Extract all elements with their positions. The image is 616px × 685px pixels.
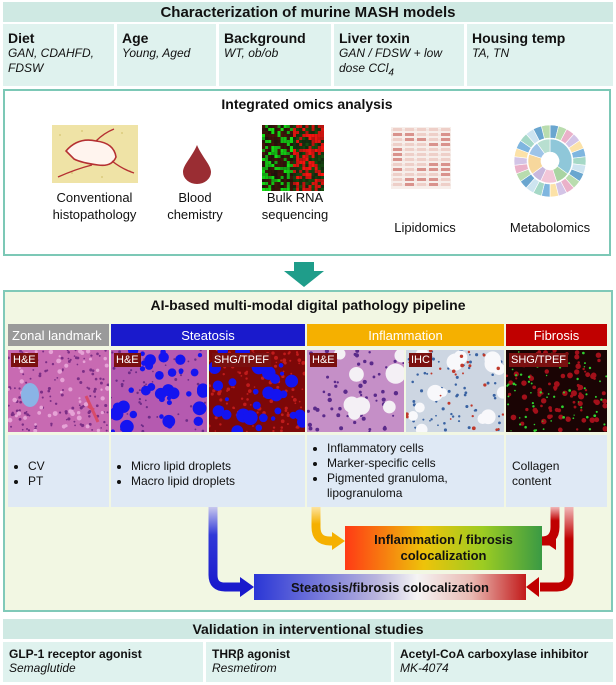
bullet-item: Pigmented granuloma, lipogranuloma — [327, 471, 498, 501]
model-card-title: Age — [122, 30, 149, 46]
coloc-line: Inflammation / fibrosis — [374, 532, 513, 547]
tile-label: SHG/TPEF — [212, 353, 272, 367]
bullet-item: PT — [28, 474, 103, 489]
blood-drop-icon — [183, 145, 211, 184]
zonal-bullets: CV PT — [8, 435, 109, 507]
models-header-title: Characterization of murine MASH models — [160, 3, 456, 21]
validation-card: GLP-1 receptor agonist Semaglutide — [3, 642, 203, 682]
pipeline-title: AI-based multi-modal digital pathology p… — [150, 297, 466, 313]
heatmap-icon — [262, 125, 324, 191]
omics-label-metabolomics: Metabolomics — [509, 220, 591, 235]
category-inflammation: Inflammation — [307, 324, 504, 346]
arrow-head-icon — [332, 532, 345, 550]
validation-card-drug: Resmetirom — [212, 661, 277, 675]
arrow-head-icon — [240, 577, 254, 597]
coloc-line: colocalization — [400, 548, 487, 563]
inflammation-fibrosis-colocalization: Inflammation / fibrosis colocalization — [345, 526, 542, 570]
zonal-he-image — [8, 350, 109, 432]
validation-card: Acetyl-CoA carboxylase inhibitor MK-4074 — [394, 642, 613, 682]
tile-label: H&E — [11, 353, 38, 367]
histology-slide-icon — [52, 125, 138, 183]
steatosis-bullets: Micro lipid droplets Macro lipid droplet… — [111, 435, 305, 507]
model-card-housing-temp: Housing temp TA, TN — [467, 24, 613, 86]
model-card-detail: GAN, CDAHFD, FDSW — [8, 46, 95, 75]
validation-card-title: THRβ agonist — [212, 647, 290, 661]
tile-steatosis-he: H&E — [111, 350, 207, 432]
model-card-title: Background — [224, 30, 306, 46]
validation-header: Validation in interventional studies — [3, 619, 613, 639]
down-arrow-icon — [284, 262, 324, 287]
model-card-age: Age Young, Aged — [117, 24, 216, 86]
omics-label-histopathology: Conventional histopathology — [52, 190, 137, 222]
model-card-detail: GAN / FDSW + low dose CCl4 — [339, 46, 443, 79]
tile-label: SHG/TPEF — [509, 353, 569, 367]
lipid-table-icon — [391, 127, 451, 189]
model-card-liver-toxin: Liver toxin GAN / FDSW + low dose CCl4 — [334, 24, 464, 86]
omics-label-rna: Bulk RNA sequencing — [261, 190, 329, 222]
bullet-item: Macro lipid droplets — [131, 474, 299, 489]
omics-panel: Integrated omics analysis Conventional h… — [3, 89, 611, 256]
model-card-detail: Young, Aged — [122, 46, 191, 60]
validation-card-drug: Semaglutide — [9, 661, 76, 675]
model-card-title: Housing temp — [472, 30, 566, 46]
validation-card-title: GLP-1 receptor agonist — [9, 647, 142, 661]
validation-card-drug: MK-4074 — [400, 661, 449, 675]
model-cards: Diet GAN, CDAHFD, FDSW Age Young, Aged B… — [3, 24, 613, 86]
bullet-item: Marker-specific cells — [327, 456, 498, 471]
tile-steatosis-shg: SHG/TPEF — [209, 350, 305, 432]
bullet-item: Inflammatory cells — [327, 441, 498, 456]
tile-fibrosis-shg: SHG/TPEF — [506, 350, 607, 432]
validation-card-title: Acetyl-CoA carboxylase inhibitor — [400, 647, 589, 661]
arrow-head-icon — [543, 532, 556, 550]
tile-label: H&E — [310, 353, 337, 367]
model-card-diet: Diet GAN, CDAHFD, FDSW — [3, 24, 114, 86]
omics-label-lipidomics: Lipidomics — [394, 220, 456, 235]
tile-label: IHC — [409, 353, 432, 367]
model-card-title: Diet — [8, 30, 35, 46]
tile-inflammation-he: H&E — [307, 350, 404, 432]
sunburst-icon — [513, 124, 587, 198]
validation-card: THRβ agonist Resmetirom — [206, 642, 391, 682]
tile-zonal-he: H&E — [8, 350, 109, 432]
bullet-item: CV — [28, 459, 103, 474]
arrow-head-icon — [526, 577, 539, 597]
inflammation-bullets: Inflammatory cells Marker-specific cells… — [307, 435, 504, 507]
model-card-detail: WT, ob/ob — [224, 46, 279, 60]
model-card-background: Background WT, ob/ob — [219, 24, 331, 86]
omics-label-blood: Blood chemistry — [167, 190, 223, 222]
steatosis-fibrosis-colocalization: Steatosis/fibrosis colocalization — [254, 574, 526, 600]
tile-label: H&E — [114, 353, 141, 367]
validation-cards: GLP-1 receptor agonist Semaglutide THRβ … — [3, 642, 613, 682]
model-card-title: Liver toxin — [339, 30, 410, 46]
fibrosis-bullets: Collagen content — [506, 435, 607, 507]
category-steatosis: Steatosis — [111, 324, 305, 346]
category-fibrosis: Fibrosis — [506, 324, 607, 346]
category-zonal-landmark: Zonal landmark — [8, 324, 109, 346]
bullet-item: Collagen content — [512, 459, 560, 488]
steatosis-he-image — [111, 350, 207, 432]
models-header: Characterization of murine MASH models — [3, 2, 613, 22]
tile-inflammation-ihc: IHC — [406, 350, 504, 432]
omics-title: Integrated omics analysis — [221, 96, 393, 112]
bullet-item: Micro lipid droplets — [131, 459, 299, 474]
model-card-detail: TA, TN — [472, 46, 510, 60]
